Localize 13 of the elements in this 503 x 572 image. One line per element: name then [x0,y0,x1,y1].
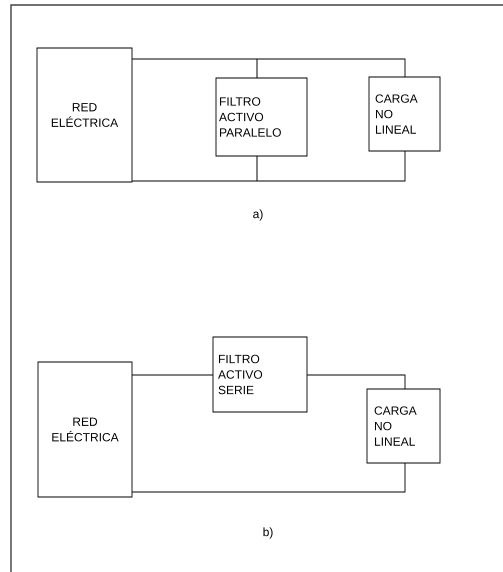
block-box: RED ELÉCTRICA [36,48,132,182]
block-box: FILTRO ACTIVO SERIE [212,336,308,412]
block-box: CARGA NO LINEAL [366,388,440,464]
panel-label: b) [263,527,273,539]
connecting-line [256,151,406,182]
connecting-line [132,374,214,376]
connecting-line [132,463,406,492]
block-box: CARGA NO LINEAL [368,76,440,152]
connecting-line [307,374,406,389]
connecting-line [256,58,406,78]
panel-label: a) [253,209,263,221]
block-box: RED ELÉCTRICA [38,362,132,498]
block-box: FILTRO ACTIVO PARALELO [216,78,308,156]
